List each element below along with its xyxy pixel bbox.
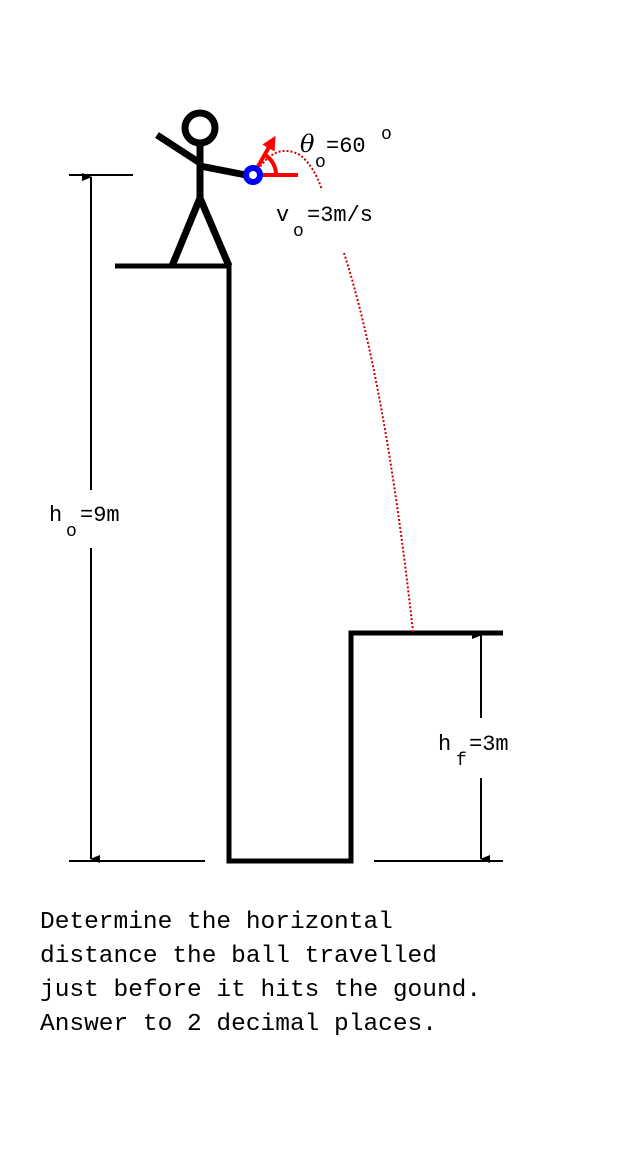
theta-subscript: o [315,153,326,173]
theta-label: θ o =60 o [300,125,392,173]
question-line: just before it hits the gound. [40,977,482,1004]
upper-cliff [115,263,503,864]
terrain [115,263,503,864]
question-text: Determine the horizontal distance the bal… [40,906,481,1042]
h0-subscript: o [66,522,77,542]
hf-dimension [374,631,503,863]
h0-symbol: h [49,503,62,528]
degree-symbol: o [381,125,392,145]
hf-value: =3m [469,732,509,757]
theta-symbol: θ [300,130,315,158]
h0-label: h o =9m [49,503,120,542]
question-line: Determine the horizontal [40,909,393,936]
hf-label: h f =3m [438,732,509,771]
h0-dimension [69,173,205,863]
v-subscript: o [293,222,304,242]
angle-arc-icon [263,153,279,176]
question-line: distance the ball travelled [40,943,437,970]
stick-figure-icon [155,109,247,268]
ball-icon [243,165,263,185]
v-value: =3m/s [307,203,373,228]
question-line: Answer to 2 decimal places. [40,1011,437,1038]
h0-value: =9m [80,503,120,528]
v-symbol: v [276,203,289,228]
hf-subscript: f [456,751,467,771]
velocity-label: v o =3m/s [276,203,373,242]
hf-symbol: h [438,732,451,757]
theta-value: =60 [326,134,366,159]
